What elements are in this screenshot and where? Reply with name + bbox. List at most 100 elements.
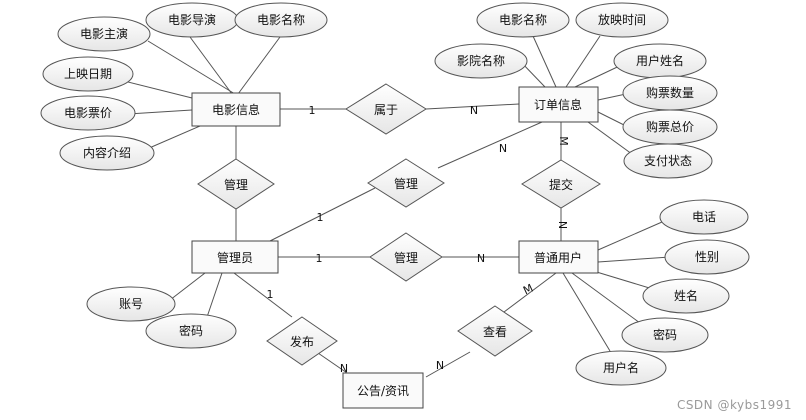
relationship-publish[interactable]: 发布 — [266, 316, 338, 366]
entity-movie-label: 电影信息 — [212, 102, 260, 117]
entity-order[interactable]: 订单信息 — [518, 86, 599, 123]
edge-user-name — [589, 269, 657, 291]
watermark: CSDN @kybs1991 — [676, 398, 792, 412]
attribute-admin-password-label: 密码 — [179, 323, 203, 338]
edge-notice-view — [425, 351, 471, 378]
card-submit-order: M — [557, 136, 570, 146]
attribute-user-gender-label: 性别 — [695, 250, 719, 264]
relationship-admin-movie-label: 管理 — [224, 177, 248, 192]
edge-user-phone — [597, 221, 663, 251]
relationship-submit-label: 提交 — [549, 177, 573, 192]
attribute-user-password-label: 密码 — [653, 327, 677, 342]
attribute-order-username-label: 用户姓名 — [636, 53, 684, 68]
attribute-user-phone-label: 电话 — [692, 210, 716, 224]
edge-view-user — [503, 272, 557, 313]
attribute-order-cinema-label: 影院名称 — [457, 53, 505, 68]
attribute-admin-account: 账号 — [86, 286, 176, 322]
attribute-user-name-label: 姓名 — [674, 288, 698, 303]
edge-order-pay — [587, 121, 637, 158]
edge-user-password — [571, 272, 641, 324]
relationship-admin-order-label: 管理 — [394, 176, 418, 191]
edge-movie-price — [127, 109, 193, 115]
attribute-user-password: 密码 — [621, 317, 709, 353]
entity-admin[interactable]: 管理员 — [191, 240, 279, 274]
card-belongs-order: N — [470, 104, 478, 117]
edge-movie-release — [119, 79, 193, 99]
entity-notice-label: 公告/资讯 — [357, 384, 409, 398]
edge-admin-password — [205, 272, 223, 321]
card-submit-user: N — [556, 221, 569, 229]
edge-admin-publish — [233, 272, 293, 318]
entity-user[interactable]: 普通用户 — [518, 240, 599, 274]
card-publish-admin: 1 — [267, 288, 274, 301]
relationship-admin-user[interactable]: 管理 — [369, 232, 443, 282]
attribute-admin-password: 密码 — [145, 313, 237, 349]
edge-order-qty — [597, 93, 627, 101]
attribute-order-qty-label: 购票数量 — [646, 85, 694, 100]
edge-user-username — [562, 272, 611, 352]
card-admin-user-admin: 1 — [316, 252, 323, 265]
attribute-order-movie-name: 电影名称 — [476, 2, 570, 38]
edge-belongs-order — [425, 103, 520, 110]
attribute-order-total: 购票总价 — [622, 109, 718, 145]
attribute-order-show-time-label: 放映时间 — [598, 12, 646, 27]
attribute-movie-release: 上映日期 — [42, 56, 134, 92]
attribute-movie-director-label: 电影导演 — [168, 12, 216, 27]
attribute-movie-price-label: 电影票价 — [64, 106, 112, 120]
relationship-submit[interactable]: 提交 — [521, 159, 601, 209]
attribute-movie-lead-label: 电影主演 — [80, 26, 128, 41]
entity-order-label: 订单信息 — [534, 97, 582, 112]
attribute-movie-director: 电影导演 — [145, 2, 239, 38]
edge-order-total — [597, 111, 627, 127]
attribute-order-movie-name-label: 电影名称 — [499, 12, 547, 27]
edge-movie-director — [189, 36, 233, 95]
card-admin-order-admin: 1 — [317, 211, 324, 224]
attribute-order-pay-status-label: 支付状态 — [644, 154, 692, 168]
edge-user-gender — [597, 256, 671, 263]
attribute-user-gender: 性别 — [664, 239, 750, 275]
card-publish-notice: N — [340, 362, 348, 375]
entity-notice[interactable]: 公告/资讯 — [342, 372, 424, 409]
attribute-user-phone: 电话 — [659, 199, 749, 235]
attribute-user-name: 姓名 — [642, 278, 730, 314]
edge-manage-order — [437, 121, 543, 169]
relationship-admin-user-label: 管理 — [394, 250, 418, 265]
attribute-movie-lead: 电影主演 — [57, 16, 151, 52]
card-admin-user-user: N — [477, 252, 485, 265]
attribute-movie-intro-label: 内容介绍 — [83, 145, 131, 160]
edge-movie-lead — [147, 40, 236, 95]
attribute-order-pay-status: 支付状态 — [623, 143, 713, 179]
relationship-belongs[interactable]: 属于 — [345, 83, 427, 135]
card-view-notice: N — [436, 359, 444, 372]
relationship-view[interactable]: 查看 — [457, 305, 533, 357]
edge-movie-name — [237, 36, 281, 95]
attribute-order-cinema: 影院名称 — [434, 43, 528, 79]
relationship-view-label: 查看 — [483, 325, 507, 339]
edge-admin-account — [169, 272, 206, 301]
attribute-movie-name-label: 电影名称 — [257, 12, 305, 27]
entity-admin-label: 管理员 — [217, 250, 253, 265]
edge-admin-manage-order — [269, 187, 376, 242]
attribute-user-username-label: 用户名 — [603, 360, 639, 375]
entity-movie[interactable]: 电影信息 — [191, 92, 281, 127]
relationship-publish-label: 发布 — [290, 334, 314, 349]
attribute-movie-price: 电影票价 — [40, 95, 136, 131]
relationship-admin-movie[interactable]: 管理 — [197, 158, 275, 210]
attribute-movie-name: 电影名称 — [234, 2, 328, 38]
attribute-order-username: 用户姓名 — [613, 43, 707, 79]
attribute-movie-release-label: 上映日期 — [64, 67, 112, 81]
card-view-user: M — [521, 282, 535, 298]
card-belongs-movie: 1 — [309, 104, 316, 117]
attribute-movie-intro: 内容介绍 — [59, 135, 155, 171]
edge-order-show-time — [565, 35, 601, 88]
card-admin-order-order: N — [499, 142, 507, 155]
edge-order-movie-name — [532, 35, 557, 88]
attribute-admin-account-label: 账号 — [119, 297, 143, 311]
relationship-admin-order[interactable]: 管理 — [367, 158, 445, 208]
attribute-order-total-label: 购票总价 — [646, 119, 694, 134]
attribute-user-username: 用户名 — [575, 350, 667, 386]
relationship-belongs-label: 属于 — [374, 103, 398, 117]
attribute-order-show-time: 放映时间 — [575, 2, 669, 38]
attribute-order-qty: 购票数量 — [622, 75, 718, 111]
